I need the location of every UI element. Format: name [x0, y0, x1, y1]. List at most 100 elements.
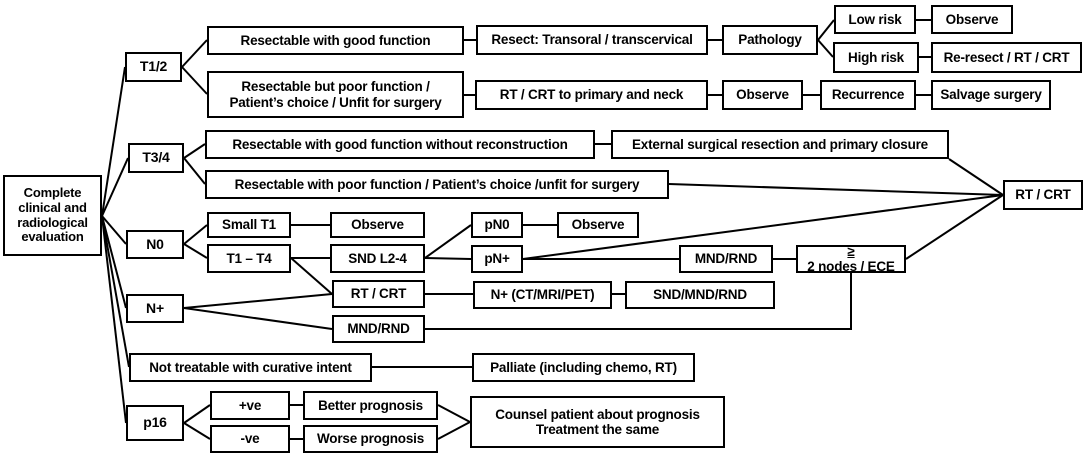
connector-start-to-p16 [101, 215, 127, 424]
node-label-observe_pn0: Observe [571, 217, 625, 233]
node-rtcrt_main[interactable]: RT / CRT [1003, 180, 1083, 210]
node-label-snd_l24: SND L2-4 [348, 250, 407, 266]
connector-nplus-to-rtcrt_nodal [183, 293, 333, 309]
connector-t34-to-res_poor_t34 [183, 157, 206, 185]
node-label-salvage: Salvage surgery [940, 87, 1042, 103]
connector-t34-to-res_good_norecon [183, 143, 206, 159]
connector-mnd_rnd_bottom-to-nodes_ece [425, 273, 852, 330]
node-label-res_poor: Resectable but poor function / Patient’s… [229, 79, 442, 110]
node-mnd_rnd_top[interactable]: MND/RND [679, 245, 773, 273]
node-snd_l24[interactable]: SND L2-4 [330, 244, 425, 273]
node-observe_low[interactable]: Observe [931, 5, 1013, 34]
node-label-not_treatable: Not treatable with curative intent [149, 359, 352, 375]
node-label-recurrence: Recurrence [831, 87, 905, 103]
node-label-pathology: Pathology [738, 32, 802, 48]
node-label-nodes_ece: ≥2 nodes / ECE [807, 243, 895, 274]
node-external[interactable]: External surgical resection and primary … [611, 130, 949, 159]
node-t34[interactable]: T3/4 [128, 143, 184, 173]
node-pnplus[interactable]: pN+ [471, 245, 523, 273]
node-label-t1t4: T1 – T4 [226, 250, 272, 266]
connector-external-to-rtcrt_main [948, 158, 1004, 196]
node-label-t12: T1/2 [139, 58, 168, 75]
node-label-low_risk: Low risk [848, 11, 902, 27]
node-pathology[interactable]: Pathology [722, 25, 818, 55]
node-label-snd_mnd_rnd: SND/MND/RND [653, 287, 747, 303]
node-nodes_ece[interactable]: ≥2 nodes / ECE [796, 243, 906, 274]
connector-nplus-to-mnd_rnd_bottom [183, 307, 333, 330]
connector-n0-to-t1t4 [183, 243, 208, 259]
node-label-nplus: N+ [146, 299, 164, 316]
node-label-external: External surgical resection and primary … [632, 136, 928, 152]
node-low_risk[interactable]: Low risk [834, 5, 916, 34]
connector-snd_l24-to-pnplus [424, 257, 472, 260]
node-label-resect: Resect: Transoral / transcervical [491, 32, 693, 48]
node-label-p16_pos: +ve [238, 397, 262, 413]
node-resect[interactable]: Resect: Transoral / transcervical [476, 25, 708, 55]
node-label-observe_t1: Observe [351, 217, 404, 233]
node-mnd_rnd_bottom[interactable]: MND/RND [332, 315, 425, 343]
node-reresect[interactable]: Re-resect / RT / CRT [931, 42, 1082, 73]
node-p16_pos[interactable]: +ve [210, 391, 290, 420]
node-not_treatable[interactable]: Not treatable with curative intent [129, 353, 372, 382]
connector-pnplus-to-rtcrt_main [522, 194, 1004, 260]
node-res_poor[interactable]: Resectable but poor function / Patient’s… [207, 71, 464, 118]
node-label-p16_neg: -ve [240, 431, 260, 447]
connector-start-to-t34 [101, 157, 129, 217]
node-p16[interactable]: p16 [126, 405, 184, 441]
connector-worse-to-counsel [437, 421, 471, 440]
node-label-rtcrt_main: RT / CRT [1015, 187, 1071, 203]
node-observe_t1[interactable]: Observe [330, 212, 425, 238]
node-label-n0: N0 [146, 235, 164, 252]
node-t1t4[interactable]: T1 – T4 [207, 244, 291, 273]
node-label-res_poor_t34: Resectable with poor function / Patient’… [234, 176, 640, 192]
node-label-observe_low: Observe [945, 11, 999, 27]
node-rtcrt_nodal[interactable]: RT / CRT [332, 280, 425, 308]
node-label-rtcrt_primary: RT / CRT to primary and neck [499, 87, 684, 103]
connector-better-to-counsel [437, 404, 471, 423]
node-n0[interactable]: N0 [126, 230, 184, 259]
node-start[interactable]: Complete clinical and radiological evalu… [3, 175, 102, 256]
connector-start-to-n0 [101, 215, 127, 245]
node-p16_neg[interactable]: -ve [210, 425, 290, 453]
node-rtcrt_primary[interactable]: RT / CRT to primary and neck [475, 80, 708, 110]
node-palliate[interactable]: Palliate (including chemo, RT) [472, 353, 695, 382]
node-label-high_risk: High risk [848, 49, 904, 65]
connector-p16-to-p16_pos [183, 404, 211, 424]
node-label-worse: Worse prognosis [316, 431, 425, 447]
connector-t12-to-res_good [181, 39, 208, 68]
node-pn0[interactable]: pN0 [471, 212, 523, 238]
node-label-nplus_imaging: N+ (CT/MRI/PET) [490, 287, 595, 303]
node-observe_rec[interactable]: Observe [722, 80, 803, 110]
node-nplus_imaging[interactable]: N+ (CT/MRI/PET) [473, 281, 612, 309]
node-t12[interactable]: T1/2 [125, 52, 182, 82]
node-counsel[interactable]: Counsel patient about prognosis Treatmen… [470, 396, 725, 448]
node-label-reresect: Re-resect / RT / CRT [943, 49, 1070, 65]
node-nplus[interactable]: N+ [126, 294, 184, 323]
node-label-mnd_rnd_top: MND/RND [694, 251, 758, 267]
connector-n0-to-small_t1 [183, 224, 208, 245]
node-label-t34: T3/4 [142, 149, 170, 166]
node-worse[interactable]: Worse prognosis [303, 425, 438, 453]
node-label-pnplus: pN+ [484, 251, 510, 267]
connector-pathology-to-low_risk [817, 19, 835, 41]
node-high_risk[interactable]: High risk [833, 42, 919, 73]
node-better[interactable]: Better prognosis [303, 391, 438, 420]
connector-start-to-not_treatable [101, 215, 130, 368]
node-res_good_norecon[interactable]: Resectable with good function without re… [205, 130, 595, 159]
underline-glyph: ≥ [847, 243, 855, 259]
node-label-start: Complete clinical and radiological evalu… [17, 185, 88, 245]
node-res_good[interactable]: Resectable with good function [207, 26, 464, 55]
node-salvage[interactable]: Salvage surgery [931, 80, 1051, 110]
node-small_t1[interactable]: Small T1 [207, 212, 291, 238]
node-snd_mnd_rnd[interactable]: SND/MND/RND [625, 281, 775, 309]
connector-pathology-to-high_risk [817, 39, 834, 58]
node-recurrence[interactable]: Recurrence [820, 80, 916, 110]
connector-nodes_ece-to-rtcrt_main [905, 194, 1004, 260]
node-observe_pn0[interactable]: Observe [557, 212, 639, 238]
connector-t1t4-to-rtcrt_nodal [290, 257, 333, 295]
node-label-mnd_rnd_bottom: MND/RND [347, 321, 410, 337]
node-res_poor_t34[interactable]: Resectable with poor function / Patient’… [205, 170, 669, 199]
node-label-palliate: Palliate (including chemo, RT) [490, 359, 677, 375]
